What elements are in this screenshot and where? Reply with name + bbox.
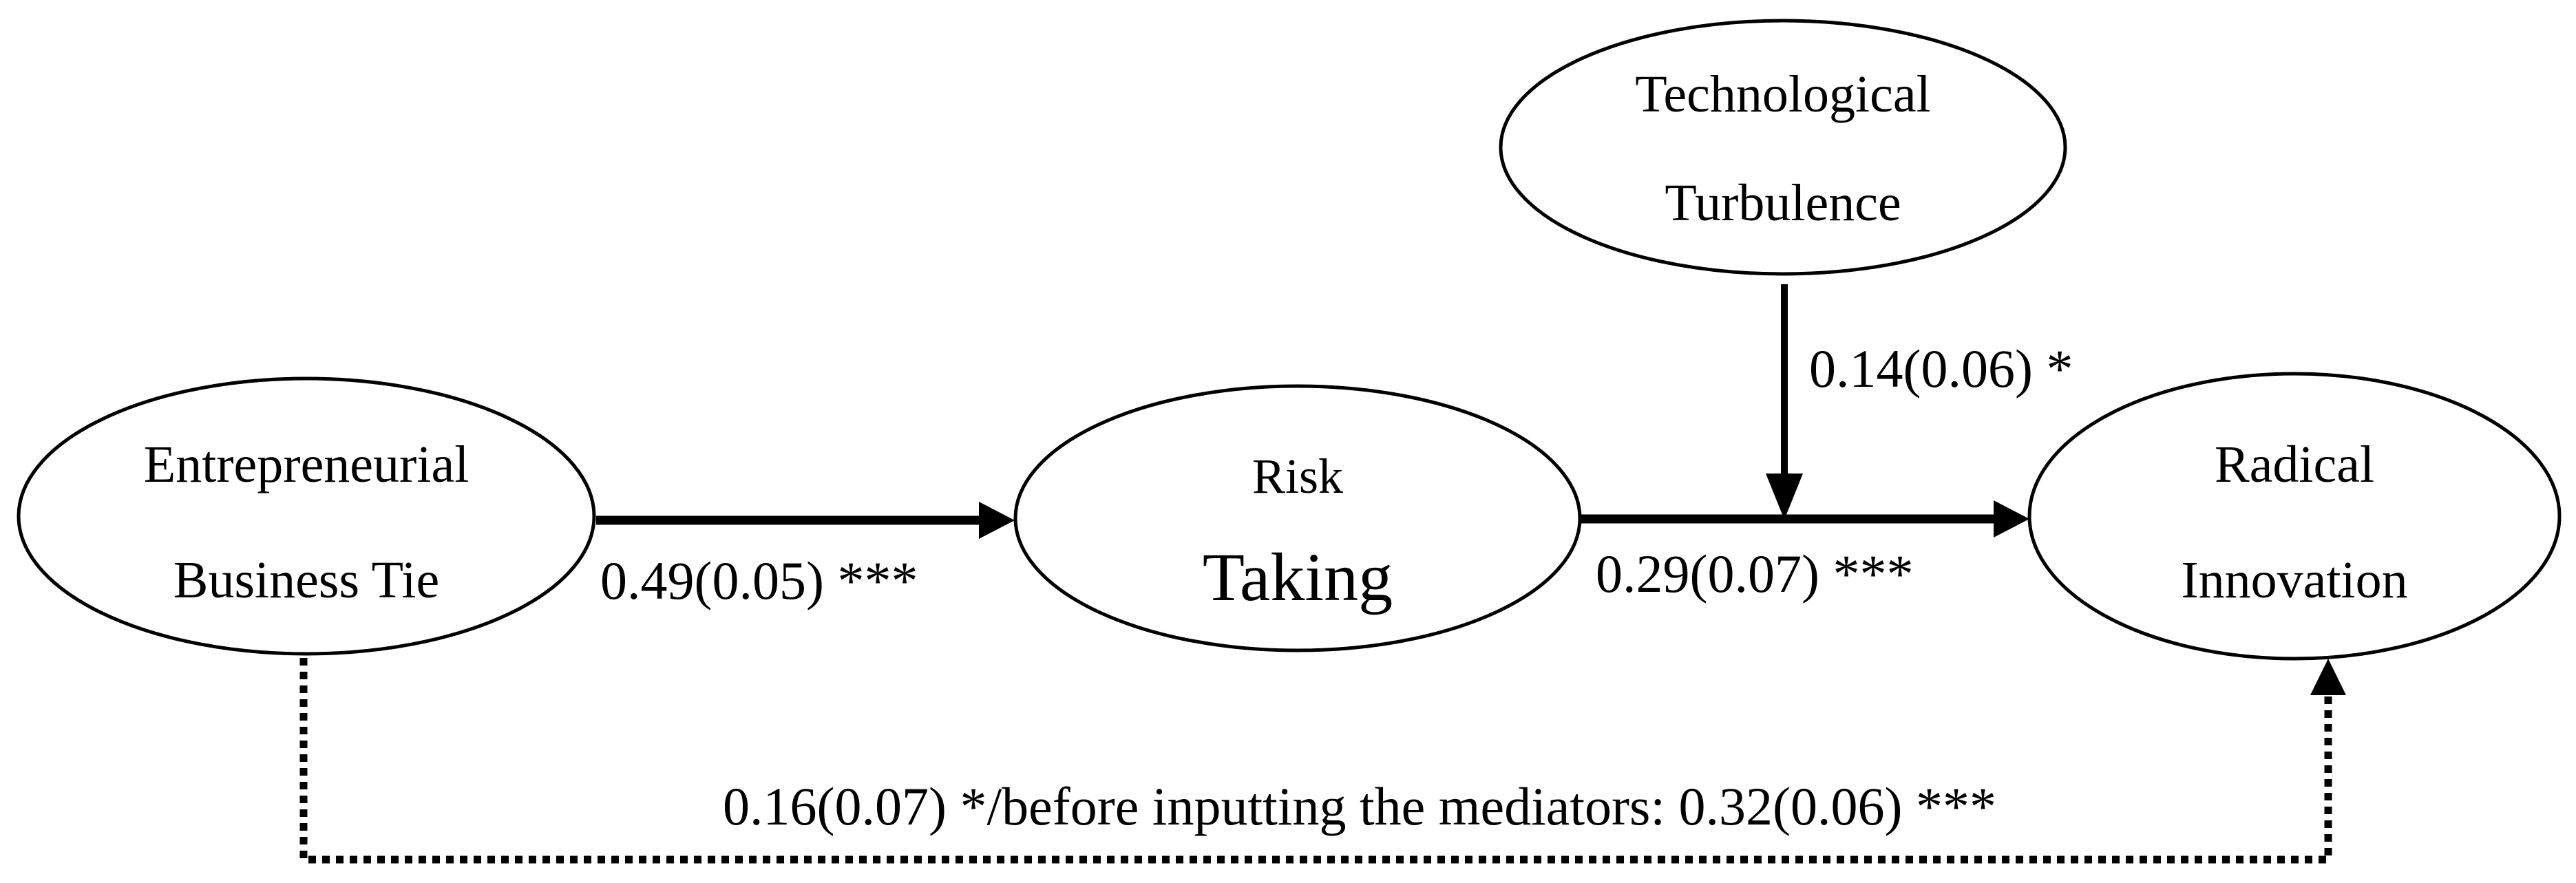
edge-ebt-to-risk-taking: 0.49(0.05) *** — [596, 502, 1015, 610]
edge-ebt-ri-dotted-path — [299, 658, 2332, 864]
coefficient-label-tt-moderation: 0.14(0.06) * — [1809, 339, 2073, 398]
node-risk-taking: Risk Taking — [1013, 384, 1582, 652]
ellipse-technological-turbulence — [1499, 19, 2067, 276]
node-ebt-label-line1: Entrepreneurial — [144, 436, 469, 493]
node-tt-label-line1: Technological — [1635, 65, 1930, 123]
node-ri-label-line1: Radical — [2215, 436, 2374, 493]
node-risk-taking-label-line2: Taking — [1203, 539, 1393, 615]
arrowhead-rt-ri — [1994, 500, 2029, 538]
ellipse-entrepreneurial-business-tie — [17, 376, 596, 656]
ellipse-risk-taking — [1013, 384, 1582, 652]
coefficient-label-ebt-rt: 0.49(0.05) *** — [600, 551, 918, 610]
node-ebt-label-line2: Business Tie — [173, 551, 440, 609]
arrowhead-tt-moderation — [1766, 474, 1803, 520]
ellipse-radical-innovation — [2027, 372, 2562, 661]
edge-technological-turbulence-moderation: 0.14(0.06) * — [1766, 284, 2073, 520]
edge-risk-taking-to-radical-innovation: 0.29(0.07) *** — [1581, 500, 2029, 604]
arrowhead-ebt-ri — [2310, 659, 2346, 695]
node-radical-innovation: Radical Innovation — [2027, 372, 2562, 661]
node-risk-taking-label-line1: Risk — [1252, 449, 1343, 504]
coefficient-label-rt-ri: 0.29(0.07) *** — [1596, 544, 1913, 604]
node-technological-turbulence: Technological Turbulence — [1499, 19, 2067, 276]
coefficient-label-ebt-ri-direct: 0.16(0.07) */before inputting the mediat… — [723, 776, 1996, 836]
node-ri-label-line2: Innovation — [2181, 551, 2407, 609]
arrowhead-ebt-rt — [979, 502, 1015, 539]
node-tt-label-line2: Turbulence — [1665, 174, 1901, 232]
edge-ebt-to-radical-innovation-direct: 0.16(0.07) */before inputting the mediat… — [299, 658, 2346, 864]
node-entrepreneurial-business-tie: Entrepreneurial Business Tie — [17, 376, 596, 656]
